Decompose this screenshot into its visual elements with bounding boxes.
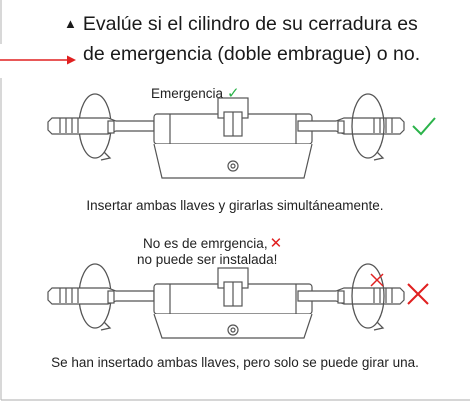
heading-line-1: ▲Evalúe si el cilindro de su cerradura e…	[64, 13, 418, 35]
bottom-caption: Se han insertado ambas llaves, pero solo…	[51, 355, 419, 370]
not-emergency-label: No es de emrgencia,✕	[143, 235, 283, 252]
heading-line-2: de emergencia (doble embrague) o no.	[83, 43, 421, 65]
top-caption: Insertar ambas llaves y girarlas simultá…	[86, 198, 384, 213]
red-x-icon	[407, 283, 429, 305]
heading: ▲Evalúe si el cilindro de su cerradura e…	[64, 10, 464, 69]
lock-cylinder	[153, 267, 313, 339]
right-rotation-arrow	[351, 93, 385, 161]
left-key	[47, 117, 155, 135]
small-red-x-icon	[370, 273, 384, 287]
emergency-cylinder-diagram	[47, 93, 436, 179]
green-check-icon	[412, 117, 436, 136]
non-emergency-cylinder-diagram	[47, 263, 429, 339]
right-key	[297, 117, 405, 135]
triangle-icon: ▲	[64, 16, 77, 31]
right-key	[297, 287, 405, 305]
lock-cylinder	[153, 97, 313, 179]
left-key	[47, 287, 155, 305]
cannot-install-label: no puede ser instalada!	[137, 252, 278, 267]
right-rotation-arrow-blocked	[351, 263, 385, 331]
x-icon: ✕	[269, 235, 283, 252]
